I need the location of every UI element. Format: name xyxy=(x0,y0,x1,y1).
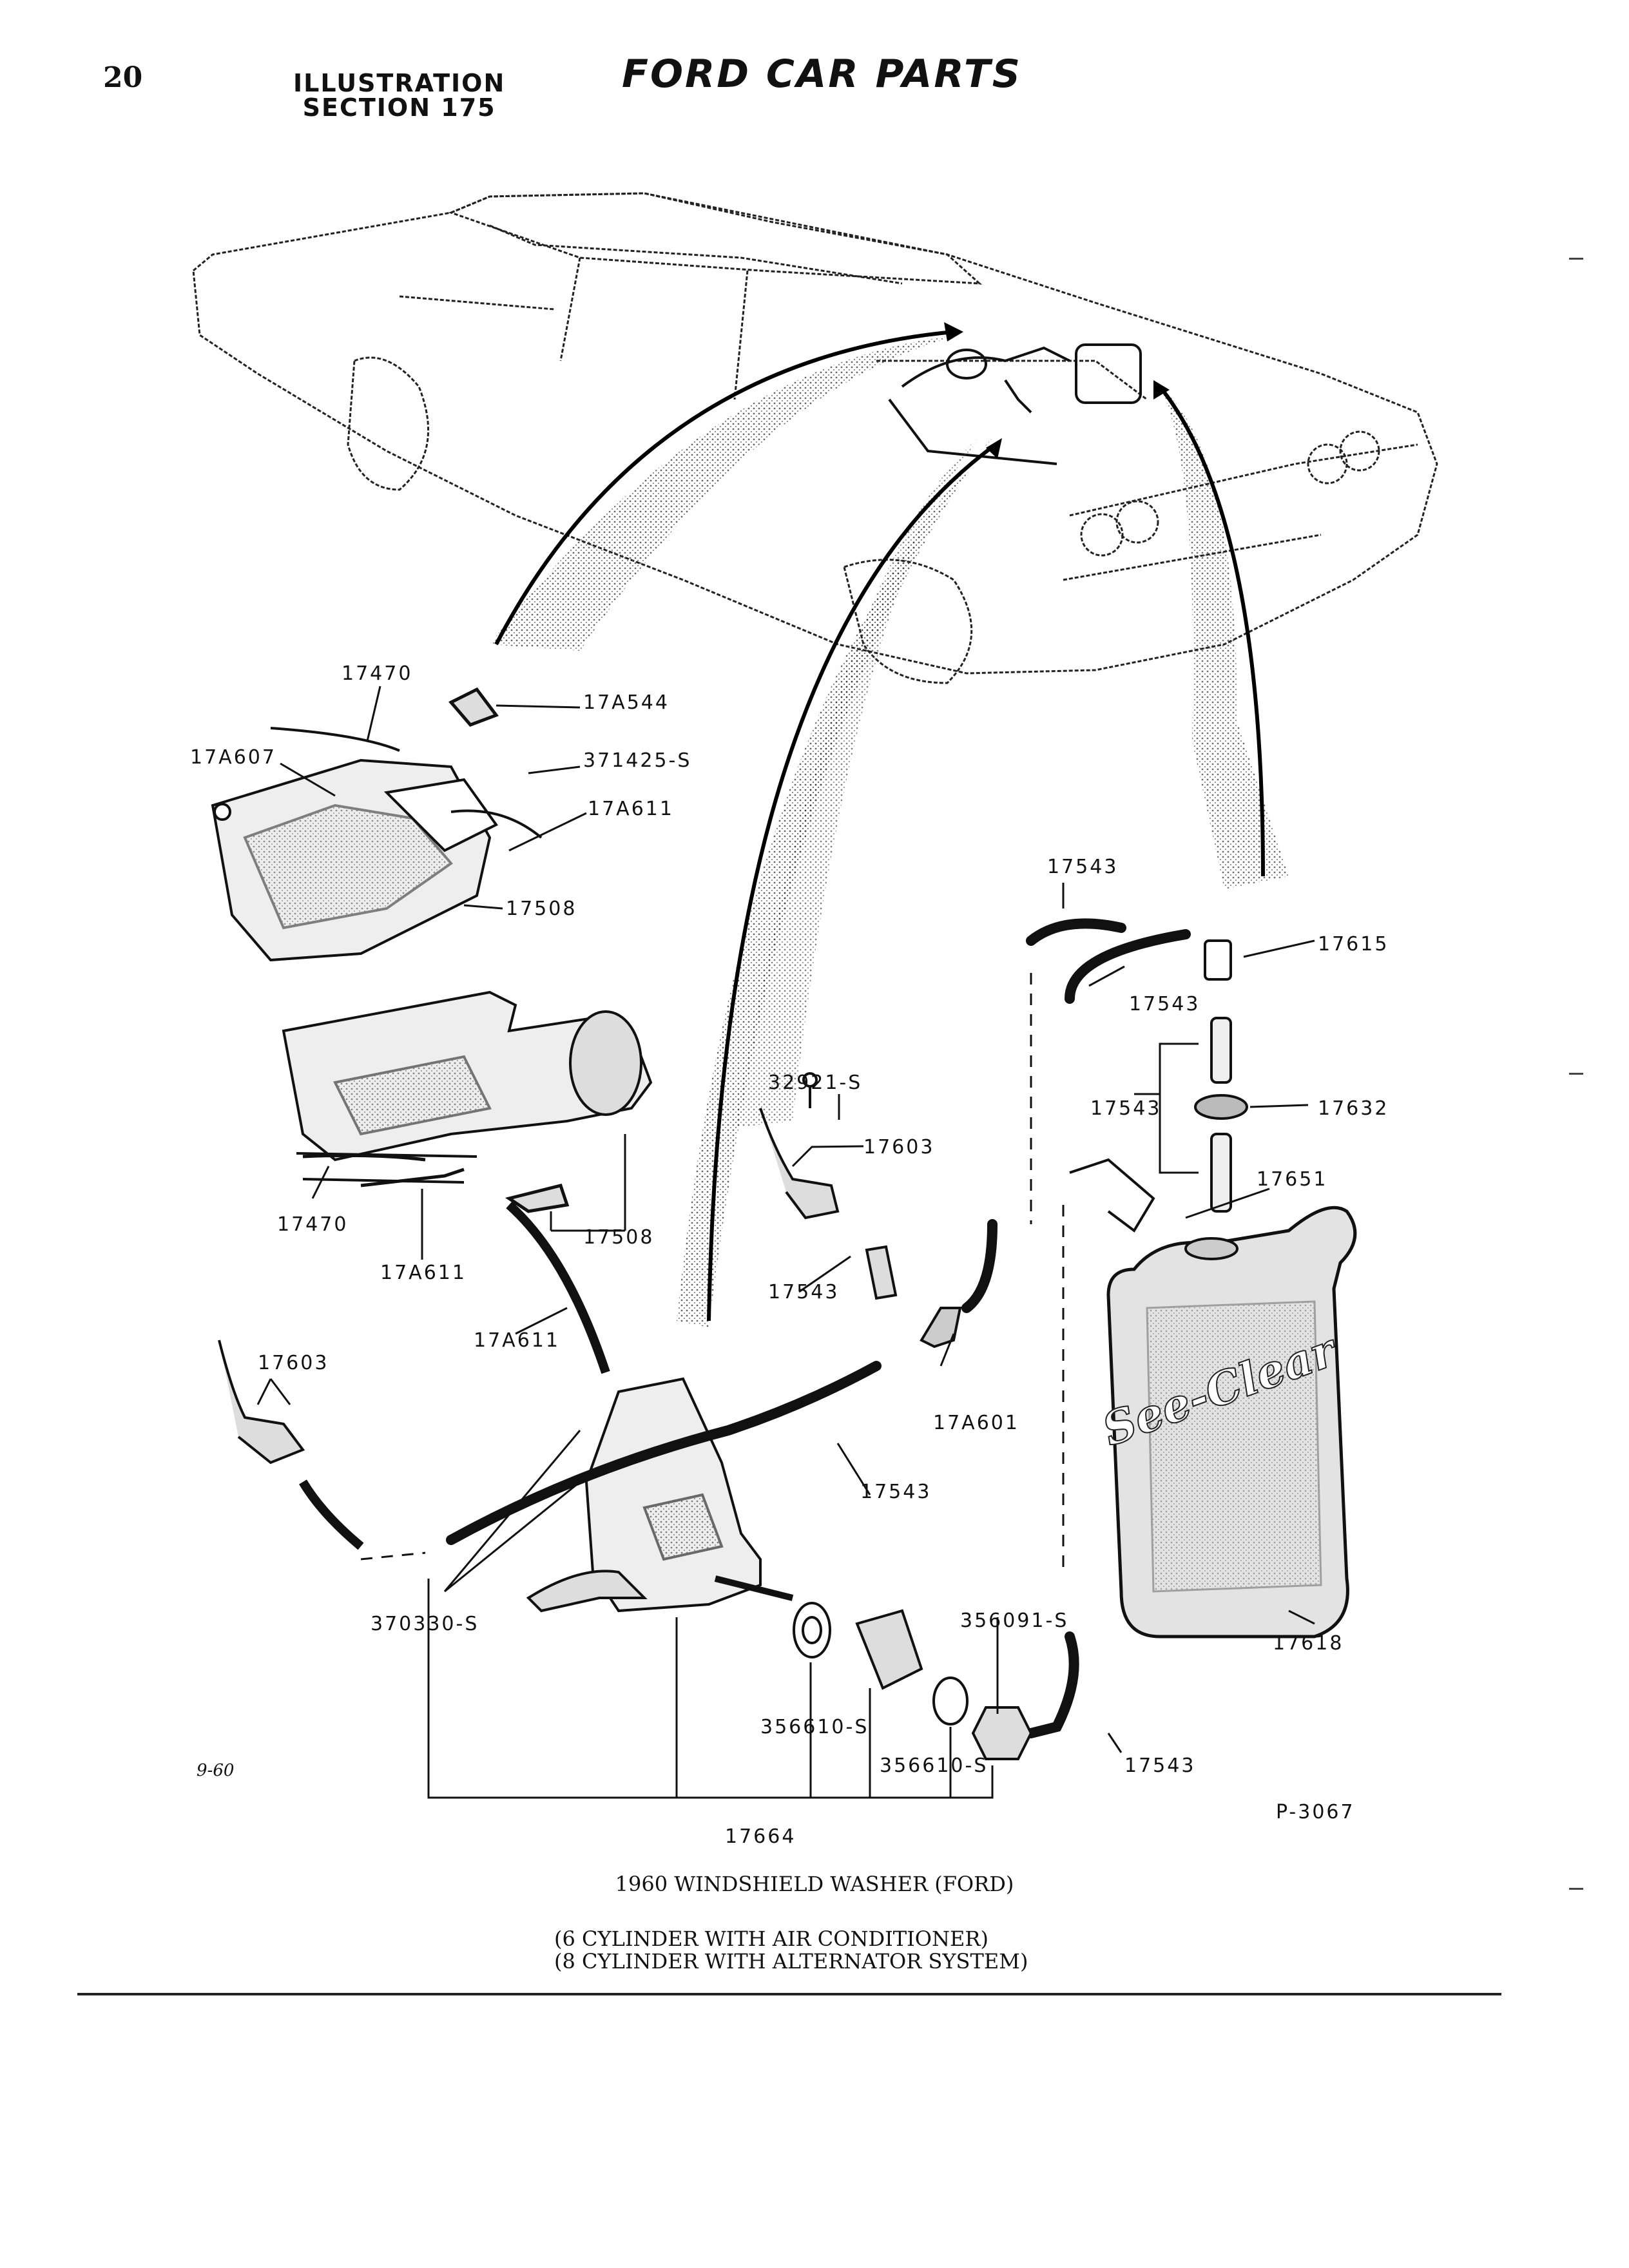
left-nozzle xyxy=(218,1340,364,1550)
label-17543-hose: 17543 xyxy=(860,1481,931,1503)
pointer-arrows xyxy=(494,330,1265,1321)
label-17603-mid: 17603 xyxy=(863,1136,934,1158)
margin-mark xyxy=(1569,1888,1583,1890)
caption-line-2: (8 CYLINDER WITH ALTERNATOR SYSTEM) xyxy=(554,1949,1028,1974)
label-17615: 17615 xyxy=(1318,933,1389,956)
leader-lines xyxy=(256,686,1315,1753)
washer-reservoir: See-Clear xyxy=(1095,1206,1357,1639)
label-17A611-top: 17A611 xyxy=(588,798,674,820)
label-32921-S: 32921-S xyxy=(768,1072,862,1094)
plate-number: P-3067 xyxy=(1276,1801,1355,1823)
label-17470-mid: 17470 xyxy=(277,1213,348,1236)
section-label-line1: ILLUSTRATION xyxy=(293,69,506,97)
label-17508-top: 17508 xyxy=(506,898,577,920)
arrow-heads xyxy=(944,322,1170,459)
label-17543-bottom: 17543 xyxy=(1124,1754,1195,1777)
label-17543-nozzle: 17543 xyxy=(768,1281,839,1303)
label-17651: 17651 xyxy=(1257,1168,1327,1191)
label-17632: 17632 xyxy=(1318,1097,1389,1120)
wiper-motor-lower xyxy=(282,990,653,1184)
label-17A611-mid: 17A611 xyxy=(380,1262,467,1284)
label-17A601: 17A601 xyxy=(933,1412,1019,1434)
bracket-17664 xyxy=(427,1579,994,1799)
label-17A544: 17A544 xyxy=(583,691,670,714)
car-illustration xyxy=(192,192,1438,684)
label-356610-S-a: 356610-S xyxy=(760,1716,869,1738)
section-label-line2: SECTION 175 xyxy=(302,93,496,122)
underhood-components xyxy=(888,343,1142,465)
washer-pump xyxy=(526,1377,794,1613)
nozzle-parts xyxy=(759,1072,962,1349)
part-labels: 17470 17A544 17A607 371425-S 17A611 1750… xyxy=(190,662,1389,1848)
stipple-beams xyxy=(490,335,1289,1327)
valve-parts xyxy=(1069,939,1248,1233)
catalog-title: FORD CAR PARTS xyxy=(622,52,1022,97)
margin-mark xyxy=(1569,1073,1583,1075)
section-label: ILLUSTRATION SECTION 175 xyxy=(293,71,505,120)
label-17618: 17618 xyxy=(1273,1632,1344,1655)
wiper-motor-assembly xyxy=(211,727,543,962)
label-17A607: 17A607 xyxy=(190,746,276,769)
margin-mark xyxy=(1569,258,1583,260)
label-17543-left: 17543 xyxy=(1090,1097,1161,1120)
pump-hardware xyxy=(793,1602,1033,1760)
label-370330-S: 370330-S xyxy=(371,1613,479,1635)
label-17664: 17664 xyxy=(725,1825,796,1848)
label-17603-left: 17603 xyxy=(258,1352,329,1374)
date-code: 9-60 xyxy=(197,1761,235,1780)
label-17508-mid: 17508 xyxy=(583,1226,654,1249)
linkage-parts xyxy=(302,687,610,1374)
label-356091-S: 356091-S xyxy=(960,1610,1068,1632)
caption-title: 1960 WINDSHIELD WASHER (FORD) xyxy=(615,1872,1014,1896)
label-17470-top: 17470 xyxy=(342,662,412,685)
hoses xyxy=(446,918,1191,1738)
label-17A611-link: 17A611 xyxy=(474,1329,560,1352)
page-number: 20 xyxy=(103,61,143,94)
label-371425-S: 371425-S xyxy=(583,749,691,772)
dashed-leaders xyxy=(360,973,1065,1572)
caption-line-1: (6 CYLINDER WITH AIR CONDITIONER) xyxy=(554,1927,988,1951)
label-17543-under: 17543 xyxy=(1129,993,1200,1015)
label-17543-top: 17543 xyxy=(1047,856,1118,878)
bottom-rule xyxy=(77,1993,1501,1995)
label-356610-S-b: 356610-S xyxy=(880,1754,988,1777)
